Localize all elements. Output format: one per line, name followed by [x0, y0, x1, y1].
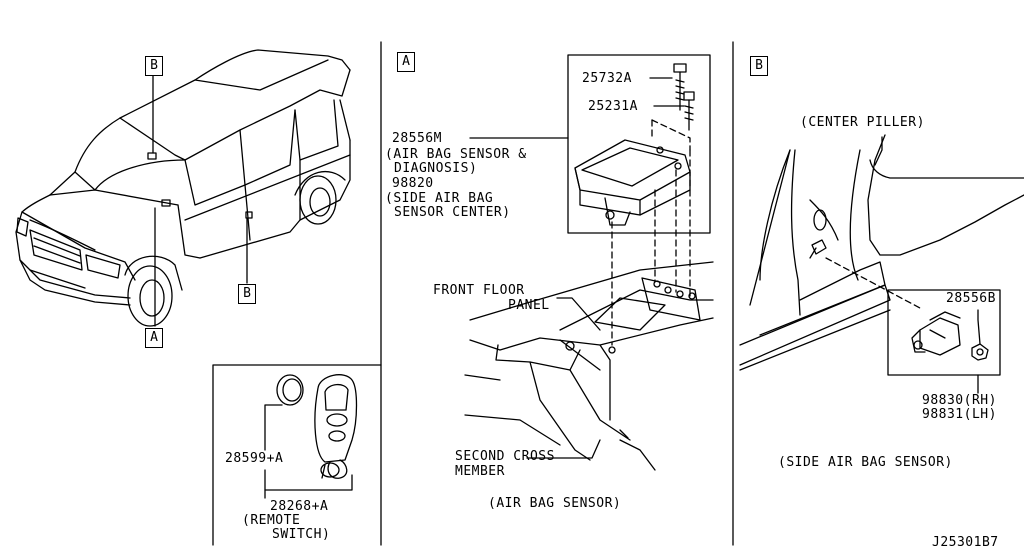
callout-a-front: A: [145, 328, 163, 348]
airbag-sensor-caption: (AIR BAG SENSOR): [488, 496, 622, 511]
panel-b-label: B: [750, 56, 768, 76]
airbag-detail-box: [567, 54, 711, 234]
center-pillar-label: (CENTER PILLER): [800, 115, 925, 130]
part-98831-lh-label: 98831(LH): [922, 407, 997, 422]
remote-name-line1: (REMOTE: [242, 513, 301, 528]
vehicle-drawing: [15, 49, 351, 327]
front-floor-label-line1: FRONT FLOOR: [433, 283, 525, 298]
side-sensor-caption: (SIDE AIR BAG SENSOR): [778, 455, 953, 470]
diagram-id: J25301B7: [932, 535, 999, 550]
part-28556b-label: 28556B: [946, 291, 996, 306]
airbag-sensor-desc-line2: DIAGNOSIS): [394, 161, 478, 176]
second-cross-label-line1: SECOND CROSS: [455, 449, 555, 464]
part-98830-rh-label: 98830(RH): [922, 393, 997, 408]
callout-b-door: B: [238, 284, 256, 304]
airbag-sensor-drawing: [464, 54, 714, 471]
front-floor-label-line2: PANEL: [508, 298, 550, 313]
side-sensor-center-line1: (SIDE AIR BAG: [385, 191, 494, 206]
part-98820-label: 98820: [392, 176, 434, 191]
side-sensor-detail-box: [887, 289, 1001, 376]
side-sensor-center-line2: SENSOR CENTER): [394, 205, 511, 220]
remote-name-line2: SWITCH): [272, 527, 331, 542]
remote-panel-border: [212, 364, 382, 546]
part-25732a-label: 25732A: [582, 71, 632, 86]
side-sensor-drawing: [739, 134, 1024, 394]
callout-b-top: B: [145, 56, 163, 76]
part-25231a-label: 25231A: [588, 99, 638, 114]
second-cross-label-line2: MEMBER: [455, 464, 505, 479]
panel-a-label: A: [397, 52, 415, 72]
part-28599-label: 28599+A: [225, 451, 284, 466]
part-28268-label: 28268+A: [270, 499, 329, 514]
airbag-sensor-desc-line1: (AIR BAG SENSOR &: [385, 147, 527, 162]
remote-switch-drawing: [264, 374, 358, 499]
part-28556m-label: 28556M: [392, 131, 442, 146]
